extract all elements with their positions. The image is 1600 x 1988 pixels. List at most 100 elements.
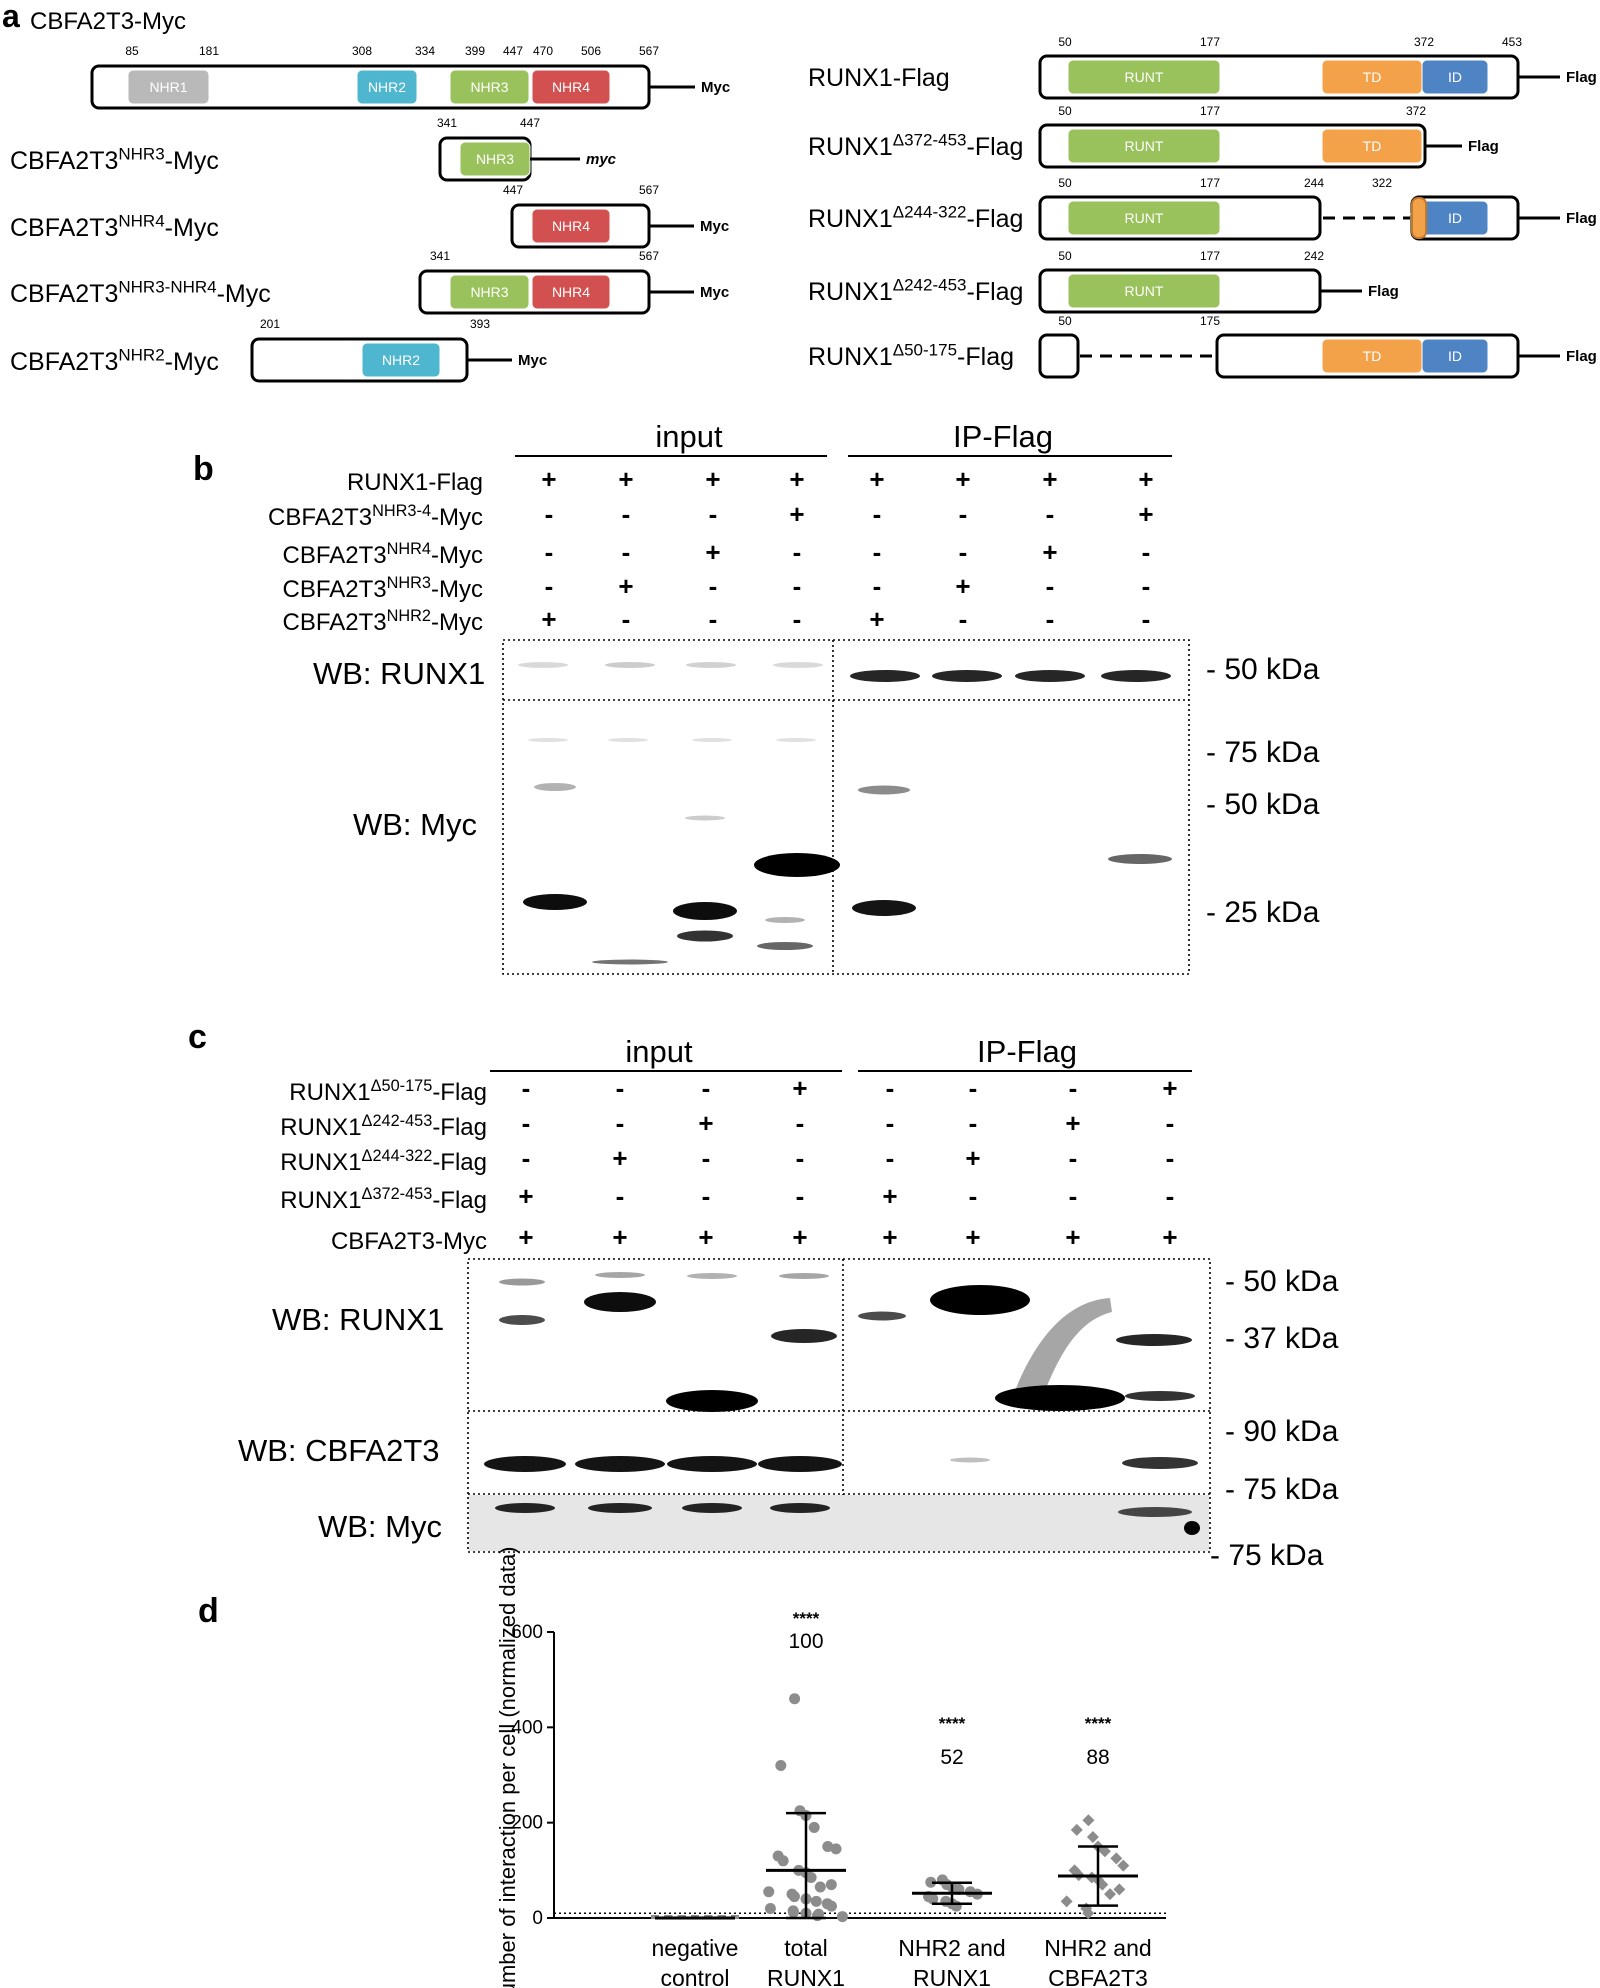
minus-sign: - (616, 1073, 625, 1103)
position-number: 567 (639, 183, 659, 197)
domain-label: ID (1448, 69, 1462, 85)
domain-label: NHR2 (368, 79, 406, 95)
position-number: 453 (1502, 35, 1522, 49)
panel-letter-d: d (198, 1592, 219, 1630)
minus-sign: - (702, 1181, 711, 1211)
data-point (775, 1759, 787, 1771)
sample-row: RUNX1Δ244-322-Flag-+---+-- (280, 1143, 1174, 1176)
data-point (810, 1895, 822, 1907)
y-axis-label: number of interaction per cell (normaliz… (495, 1546, 520, 1988)
blot-band (1116, 1334, 1192, 1346)
row-label: CBFA2T3NHR3-Myc (283, 574, 483, 603)
marker-label: - 75 kDa (1206, 736, 1320, 769)
plus-sign: + (965, 1143, 980, 1173)
row-label: CBFA2T3NHR3-4-Myc (268, 502, 483, 531)
row-label: RUNX1Δ242-453-Flag (280, 1112, 487, 1141)
position-number: 308 (352, 44, 372, 58)
label-main: RUNX1-Flag (347, 469, 483, 496)
blot-band (692, 738, 732, 742)
blot-band (584, 1292, 656, 1312)
blot-band (1184, 1521, 1200, 1535)
minus-sign: - (969, 1073, 978, 1103)
domain-label: NHR3 (476, 151, 514, 167)
tag-label: Myc (701, 79, 730, 96)
marker-label: - 75 kDa (1210, 1539, 1324, 1572)
label-suffix: -Flag (432, 1114, 487, 1141)
blot-band (484, 1456, 566, 1472)
position-number: 470 (533, 44, 553, 58)
row-label: RUNX1Δ50-175-Flag (289, 1077, 487, 1106)
plus-sign: + (1042, 537, 1057, 567)
plus-sign: + (965, 1222, 980, 1252)
plus-sign: + (869, 604, 884, 634)
construct-label: RUNX1Δ50-175-Flag (808, 341, 1014, 372)
x-tick-label: negative (652, 1935, 739, 1961)
construct-label: CBFA2T3NHR2-Myc (10, 346, 219, 377)
blot-band (677, 930, 733, 942)
blot-frame (467, 1258, 1211, 1553)
x-tick-label: total (784, 1935, 827, 1961)
blot-band (776, 738, 816, 742)
sample-row: CBFA2T3NHR3-Myc-+---+-- (283, 571, 1151, 603)
domain-box (361, 342, 441, 378)
significance-label: **** (793, 1609, 820, 1628)
data-point (825, 1879, 837, 1891)
blot-band (1125, 1391, 1195, 1401)
data-point (1096, 1878, 1109, 1891)
label-main: CBFA2T3 (10, 280, 118, 308)
domain-nhr1: NHR1 (127, 69, 210, 105)
minus-sign: - (796, 1143, 805, 1173)
domain-runt: RUNT (1067, 273, 1221, 309)
minus-sign: - (616, 1181, 625, 1211)
label-main: RUNX1 (808, 133, 893, 161)
blot-band (850, 670, 920, 682)
minus-sign: - (959, 499, 968, 529)
panel-d: d number of interaction per cell (normali… (198, 1546, 1166, 1988)
blot-label-cbfa2t3: WB: CBFA2T3 (238, 1433, 440, 1468)
position-number: 177 (1200, 104, 1220, 118)
marker-label: - 37 kDa (1225, 1322, 1339, 1355)
blot-label-myc: WB: Myc (318, 1509, 442, 1544)
label-superscript: Δ372-453 (362, 1185, 433, 1203)
position-number: 201 (260, 317, 280, 331)
position-number: 322 (1372, 176, 1392, 190)
label-superscript: Δ242-453 (362, 1112, 433, 1130)
domain-box (1067, 200, 1221, 236)
plus-sign: + (1138, 499, 1153, 529)
series-3 (1058, 1814, 1138, 1920)
label-suffix: -Myc (431, 504, 483, 531)
domain-box (531, 208, 611, 244)
marker-label: - 75 kDa (1225, 1473, 1339, 1506)
position-number: 447 (503, 44, 523, 58)
blot-band (528, 738, 568, 742)
domain-label: NHR2 (382, 352, 420, 368)
minus-sign: - (1069, 1181, 1078, 1211)
plus-sign: + (518, 1222, 533, 1252)
minus-sign: - (793, 604, 802, 634)
blot-band (858, 785, 910, 795)
minus-sign: - (709, 571, 718, 601)
data-point (1082, 1907, 1095, 1920)
domain-box (1067, 128, 1221, 164)
label-main: RUNX1 (808, 343, 893, 371)
plus-sign: + (789, 464, 804, 494)
minus-sign: - (1046, 571, 1055, 601)
domain-box (1067, 59, 1221, 95)
minus-sign: - (959, 537, 968, 567)
minus-sign: - (622, 499, 631, 529)
minus-sign: - (545, 537, 554, 567)
sample-row: CBFA2T3-Myc++++++++ (331, 1222, 1178, 1255)
data-point (764, 1902, 776, 1914)
plus-sign: + (705, 464, 720, 494)
sample-row: RUNX1Δ242-453-Flag--+---+- (280, 1108, 1174, 1141)
domain-nhr2: NHR2 (361, 342, 441, 378)
significance-label: **** (939, 1714, 966, 1733)
group-label-input: input (625, 1034, 693, 1069)
minus-sign: - (886, 1108, 895, 1138)
label-superscript: NHR3 (118, 145, 164, 164)
blot-band (687, 1273, 737, 1279)
